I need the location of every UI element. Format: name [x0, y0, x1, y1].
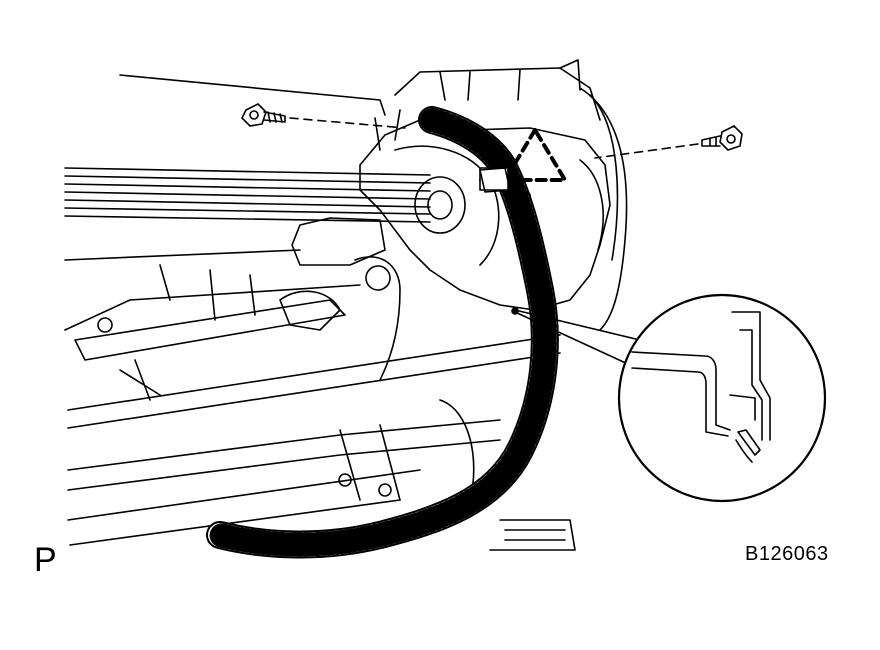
installation-line-right — [594, 143, 699, 159]
bolt-left — [241, 103, 286, 127]
view-label: P — [34, 541, 57, 579]
clip-marker — [479, 128, 567, 193]
seat-rail — [64, 167, 431, 223]
seat-frame — [64, 249, 576, 551]
detail-view — [617, 293, 827, 503]
body-panel-outline — [119, 59, 628, 331]
callout-leader — [511, 307, 641, 366]
bolt-right — [701, 125, 743, 151]
figure-code: B126063 — [745, 543, 829, 565]
installation-line-left — [289, 117, 406, 129]
harness-bracket — [291, 119, 611, 311]
